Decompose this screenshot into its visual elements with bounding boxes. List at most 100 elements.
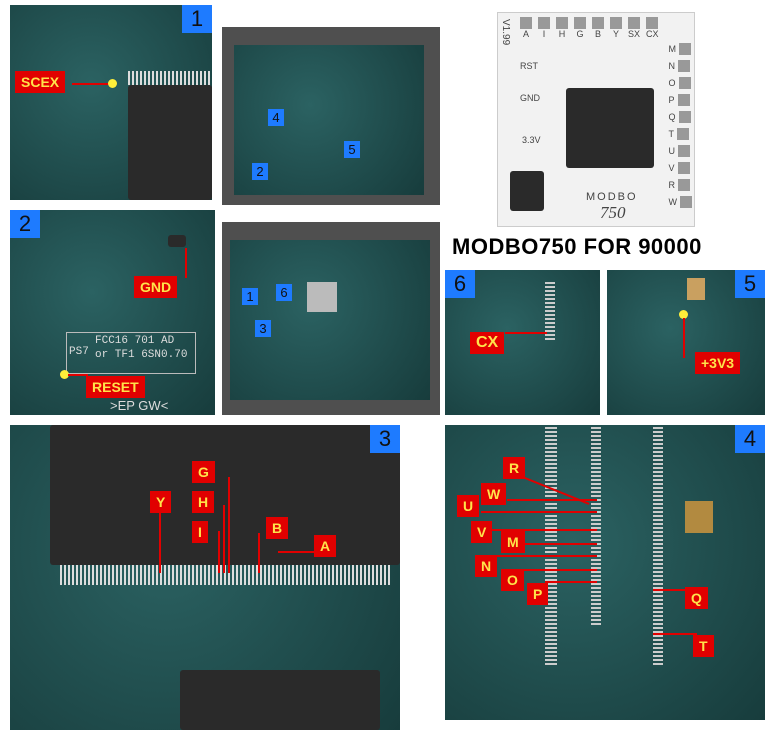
- wire: [72, 83, 112, 85]
- gnd-component: [168, 235, 186, 247]
- label-reset: RESET: [86, 376, 145, 398]
- chip-version: V1.99: [500, 19, 511, 46]
- label-m: M: [501, 531, 525, 553]
- board-bottom-photo: 1 6 3: [222, 222, 440, 415]
- wire: [218, 531, 220, 573]
- label-q: Q: [685, 587, 708, 609]
- chip-top-pins: A I H G B Y SX CX: [520, 17, 659, 39]
- chip-pins: [545, 425, 557, 665]
- pin-label: Q: [668, 112, 676, 122]
- wire: [515, 569, 597, 571]
- wire: [505, 332, 547, 334]
- location-marker-1: 1: [242, 288, 258, 305]
- pin-label: N: [668, 61, 676, 71]
- capacitor: [685, 501, 713, 533]
- label-o: O: [501, 569, 524, 591]
- main-chip: [50, 425, 400, 565]
- chip-right-pins: M N O P Q T U V R W: [668, 43, 692, 208]
- wire: [653, 589, 693, 591]
- label-n: N: [475, 555, 498, 577]
- panel-number: 5: [735, 270, 765, 298]
- connector-pins: [653, 425, 663, 665]
- location-marker-2: 2: [252, 163, 268, 180]
- pin-label: A: [522, 29, 529, 39]
- panel-4-pins-photo: 4 R W U V M N O P Q T: [445, 425, 765, 720]
- pin-label: CX: [646, 29, 659, 39]
- pin-label: G: [576, 29, 584, 39]
- eeprom-chip: [510, 171, 544, 211]
- chip-model: 750: [600, 203, 626, 222]
- modbo750-modchip-photo: V1.99 A I H G B Y SX CX M N O P Q T U V …: [497, 12, 695, 227]
- label-scex: SCEX: [15, 71, 66, 93]
- panel-2-gnd-reset-photo: 2 GND PS7 FCC16 701 AD or TF1 6SN0.70 RE…: [10, 210, 215, 415]
- main-chip: [128, 85, 212, 200]
- label-y: Y: [150, 491, 172, 513]
- solder-point: [108, 79, 117, 88]
- cpld-chip: [566, 88, 654, 168]
- label-i: I: [192, 521, 208, 543]
- silkscreen-text: or TF1 6SN0.70: [95, 349, 188, 361]
- pin-label: O: [668, 78, 676, 88]
- solder-point: [679, 310, 688, 319]
- label-t: T: [693, 635, 714, 657]
- pin-label: V: [668, 163, 675, 173]
- label-a: A: [314, 535, 337, 557]
- chip-pins: [545, 280, 555, 340]
- capacitor: [687, 278, 705, 300]
- silkscreen-text: FCC16 701 AD: [95, 335, 175, 347]
- pin-label: I: [542, 29, 546, 39]
- panel-number: 6: [445, 270, 475, 298]
- wire: [185, 248, 187, 278]
- label-g: G: [192, 461, 215, 483]
- panel-number: 3: [370, 425, 400, 453]
- chip-brand: MODBO: [586, 191, 638, 203]
- label-w: W: [481, 483, 507, 505]
- location-marker-5: 5: [344, 141, 360, 158]
- wire: [481, 529, 597, 531]
- wire: [495, 555, 597, 557]
- pin-label: R: [668, 180, 676, 190]
- label-cx: CX: [470, 332, 505, 354]
- location-marker-4: 4: [268, 109, 284, 126]
- label-3v3: +3V3: [695, 352, 741, 374]
- pin-label: H: [558, 29, 566, 39]
- chip-pins: [60, 565, 390, 585]
- pin-label-gnd: GND: [520, 93, 540, 103]
- wire: [159, 513, 161, 573]
- wire: [545, 581, 597, 583]
- label-gnd: GND: [134, 276, 178, 298]
- label-v: V: [471, 521, 493, 543]
- wire: [653, 633, 697, 635]
- location-marker-3: 3: [255, 320, 271, 337]
- memory-chip: [180, 670, 380, 730]
- pin-label: U: [668, 146, 676, 156]
- pin-label: T: [668, 129, 675, 139]
- panel-number: 2: [10, 210, 40, 238]
- label-h: H: [192, 491, 215, 513]
- wire: [278, 551, 318, 553]
- location-marker-6: 6: [276, 284, 292, 301]
- label-r: R: [503, 457, 526, 479]
- chip-pins: [128, 71, 212, 85]
- pin-label: B: [594, 29, 601, 39]
- wire: [525, 543, 597, 545]
- board-top-photo: 4 2 5: [222, 27, 440, 205]
- wire: [223, 505, 225, 573]
- silkscreen-text: PS7: [69, 346, 89, 358]
- wire: [683, 318, 685, 358]
- panel-1-scex-photo: 1 SCEX: [10, 5, 212, 200]
- heatsink: [307, 282, 337, 312]
- pin-label: M: [668, 44, 677, 54]
- wire: [258, 533, 260, 573]
- panel-number: 4: [735, 425, 765, 453]
- diagram-title: MODBO750 FOR 90000: [452, 234, 702, 259]
- panel-5-3v3-photo: 5 +3V3: [607, 270, 765, 415]
- label-p: P: [527, 583, 549, 605]
- reset-point: [60, 370, 69, 379]
- silkscreen-text: >EP GW<: [110, 398, 169, 413]
- label-b: B: [266, 517, 289, 539]
- pin-label: Y: [612, 29, 619, 39]
- pin-label: W: [668, 197, 678, 207]
- pin-label-3v3: 3.3V: [522, 135, 541, 145]
- wire: [507, 499, 597, 501]
